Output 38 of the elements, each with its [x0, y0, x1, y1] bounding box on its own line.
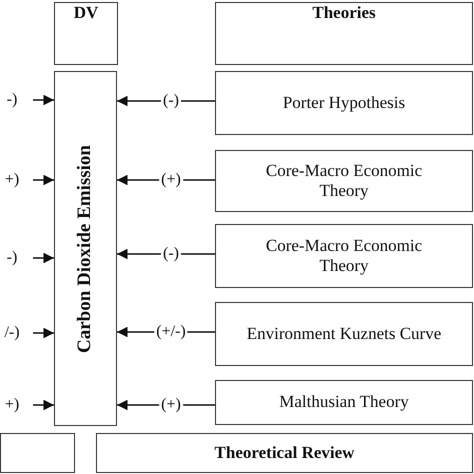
arrow	[33, 252, 54, 264]
edge-label: +)	[2, 171, 22, 189]
arrow	[117, 174, 215, 186]
edge-label: (-)	[161, 92, 181, 110]
node-label: Core-Macro Economic Theory	[264, 160, 424, 202]
node-label: Theoretical Review	[214, 442, 354, 464]
process-box	[215, 302, 473, 366]
arrow	[117, 96, 215, 106]
edge-label: /-)	[2, 324, 22, 342]
process-box	[215, 150, 473, 212]
edge-label: (+)	[159, 396, 183, 414]
box	[0, 433, 75, 473]
edge-label: (-)	[161, 245, 181, 263]
edge-label: (+/-)	[154, 323, 188, 341]
process-box	[215, 380, 473, 425]
node-label: Malthusian Theory	[279, 392, 409, 413]
arrow	[33, 174, 54, 186]
node-label: Theories	[312, 3, 376, 24]
footer-box	[96, 433, 473, 473]
arrow	[117, 248, 215, 260]
process-box	[54, 71, 117, 426]
node-label: Carbon Dioxide Emission	[74, 144, 96, 352]
edge-label: +)	[2, 396, 22, 414]
edge-label: (+)	[159, 171, 183, 189]
arrow	[33, 94, 54, 106]
arrow	[33, 328, 54, 338]
arrow	[117, 400, 215, 410]
node-label: Core-Macro Economic Theory	[264, 236, 424, 276]
process-box	[215, 71, 473, 135]
node-label: Environment Kuznets Curve	[246, 324, 442, 344]
node-label: Porter Hypothesis	[282, 92, 406, 114]
edge-label: -)	[4, 249, 20, 267]
header-box	[54, 2, 118, 65]
arrow	[33, 400, 54, 410]
edge-label: -)	[4, 91, 20, 109]
header-box	[215, 2, 473, 65]
node-label: DV	[74, 3, 98, 24]
process-box	[215, 224, 473, 288]
